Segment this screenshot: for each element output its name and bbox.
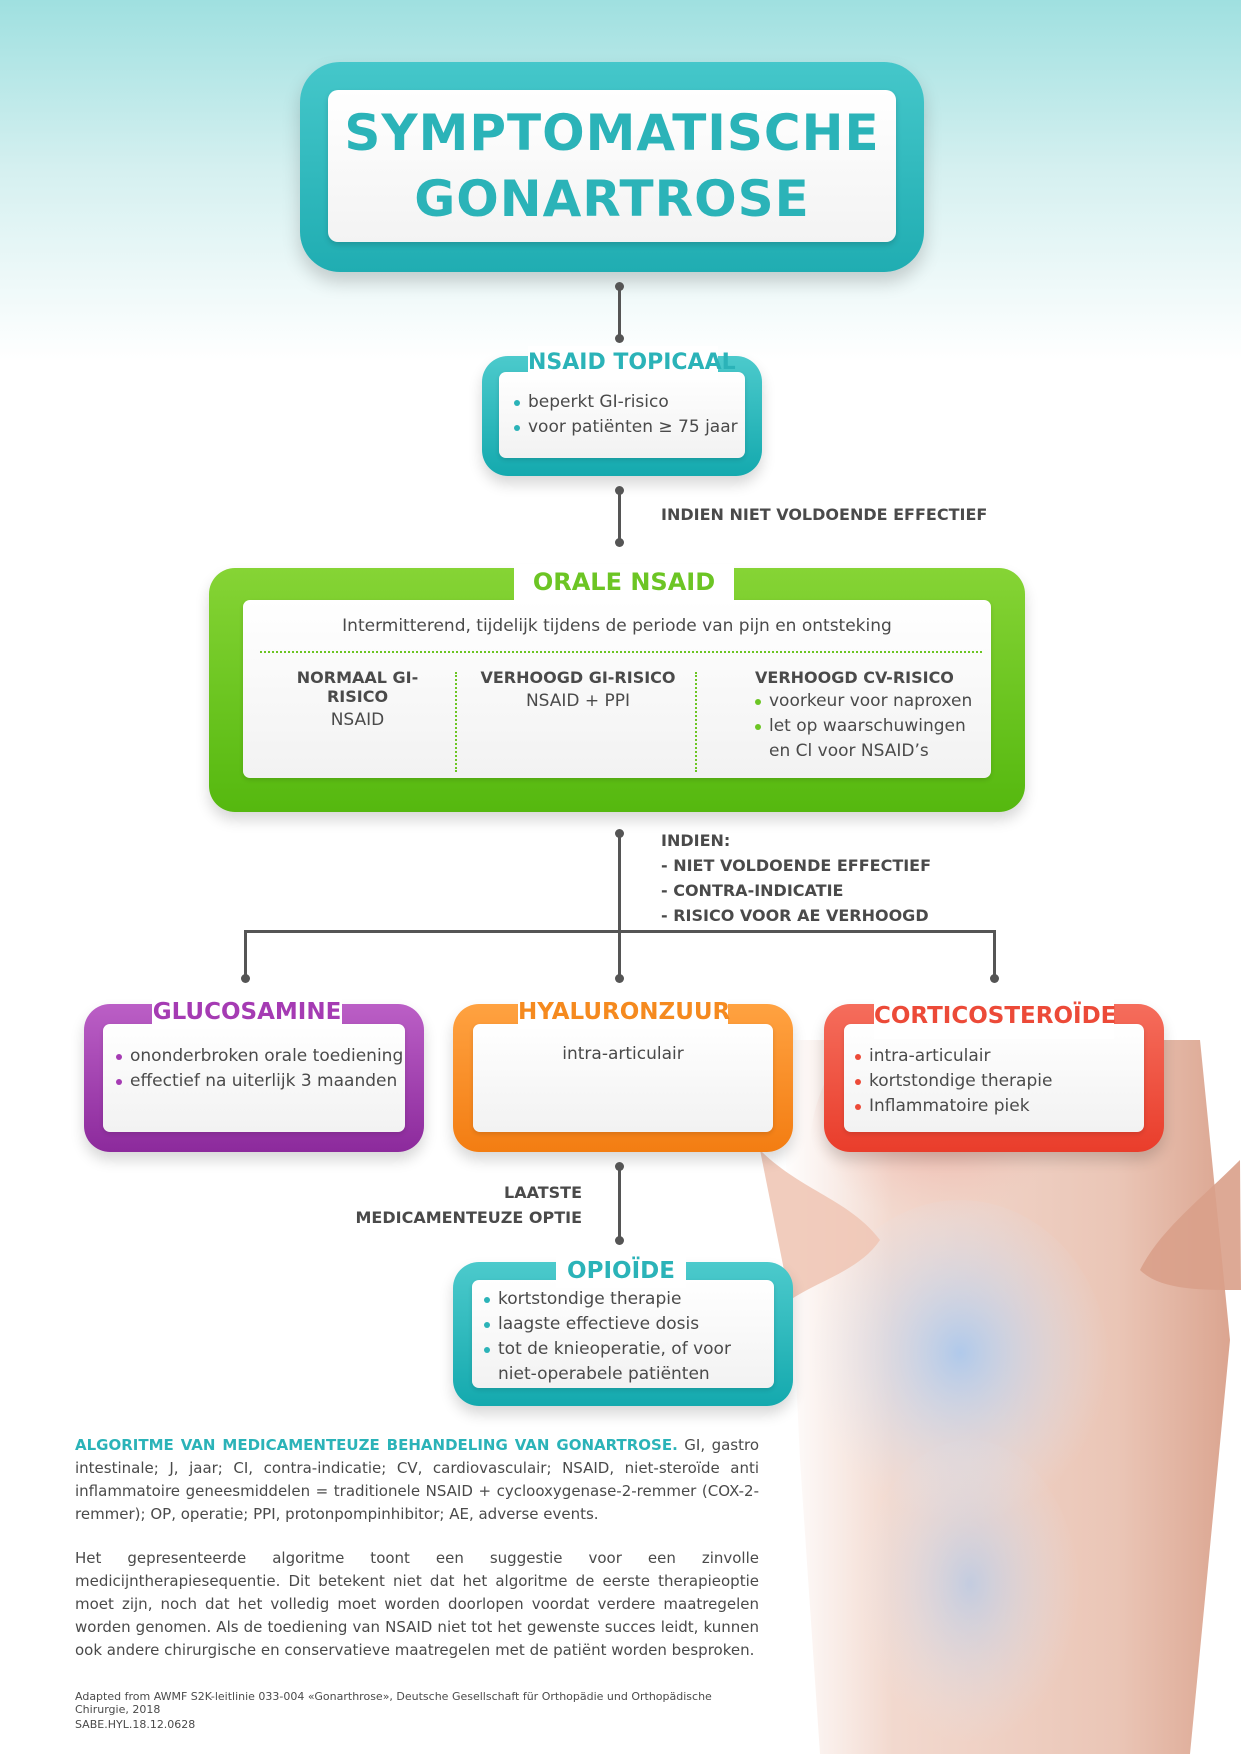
opioide-box [472,1280,774,1388]
connector-dot [615,1236,624,1245]
col-normal-gi: NORMAAL GI-RISICO NSAID [270,668,445,730]
corticosteroide-box [844,1024,1144,1132]
corticosteroide-heading: CORTICOSTEROÏDE [874,995,1116,1039]
list-item: Inflammatoire piek [855,1094,1052,1119]
hyaluronzuur-text: intra-articulair [562,1044,684,1064]
connector-line [618,490,621,542]
col-high-gi-head: VERHOOGD GI-RISICO [480,668,676,687]
list-item: en Cl voor NSAID’s [769,741,929,761]
caption-title: ALGORITME VAN MEDICAMENTEUZE BEHANDELING… [75,1436,678,1454]
col-high-cv-list: voorkeur voor naproxen let op waarschuwi… [755,689,985,764]
list-item: voor patiënten ≥ 75 jaar [514,415,738,440]
col-normal-gi-text: NSAID [330,710,385,730]
connector-line [618,286,621,338]
list-item: tot de knieoperatie, of voor [484,1337,731,1362]
list-item: voorkeur voor naproxen [755,689,985,714]
connector-dot [615,334,624,343]
dotted-divider [260,651,982,653]
glucosamine-box [103,1024,405,1132]
condition-not-effective: INDIEN NIET VOLDOENDE EFFECTIEF [661,505,988,524]
title-box: SYMPTOMATISCHE GONARTROSE [328,90,896,242]
list-item: laagste effectieve dosis [484,1312,731,1337]
source-note: Adapted from AWMF S2K-leitlinie 033-004 … [75,1690,712,1716]
glucosamine-list: ononderbroken orale toediening effectief… [116,1044,403,1094]
col-high-cv-head: VERHOOGD CV-RISICO [755,668,954,687]
condition-line: - CONTRA-INDICATIE [661,881,844,900]
connector-line [618,833,621,977]
list-item: kortstondige therapie [484,1287,731,1312]
connector-dot [241,974,250,983]
oral-nsaid-subtitle: Intermitterend, tijdelijk tijdens de per… [342,616,892,636]
glucosamine-heading: GLUCOSAMINE [152,995,342,1029]
condition-line: INDIEN: [661,831,731,850]
nsaid-topical-box [499,372,745,458]
oral-nsaid-box [243,600,991,778]
oral-nsaid-heading: ORALE NSAID [514,564,734,600]
caption-paragraph: Het gepresenteerde algoritme toont een s… [75,1549,759,1659]
dotted-divider [455,672,457,772]
connector-dot [615,974,624,983]
condition-line: - NIET VOLDOENDE EFFECTIEF [661,856,932,875]
condition-list: INDIEN: - NIET VOLDOENDE EFFECTIEF - CON… [661,828,931,928]
list-item: beperkt GI-risico [514,390,738,415]
title-line-2: GONARTROSE [414,170,810,228]
hyaluronzuur-heading: HYALURONZUUR [518,995,730,1029]
list-item: ononderbroken orale toediening [116,1044,403,1069]
col-normal-gi-head: NORMAAL GI-RISICO [296,668,419,706]
hyaluronzuur-box [473,1024,773,1132]
caption-abbreviations: ALGORITME VAN MEDICAMENTEUZE BEHANDELING… [75,1434,759,1526]
caption-text: GI, gastro intestinale; J, jaar; CI, con… [75,1436,760,1523]
col-high-gi: VERHOOGD GI-RISICO NSAID + PPI [478,668,678,711]
condition-line: MEDICAMENTEUZE OPTIE [355,1208,582,1227]
corticosteroide-list: intra-articulair kortstondige therapie I… [855,1044,1052,1119]
title-line-1: SYMPTOMATISCHE [344,104,880,162]
document-code: SABE.HYL.18.12.0628 [75,1718,196,1731]
opioide-heading: OPIOÏDE [556,1254,686,1288]
condition-last-option: LAATSTE MEDICAMENTEUZE OPTIE [340,1180,582,1230]
condition-line: LAATSTE [504,1183,582,1202]
col-high-cv: VERHOOGD CV-RISICO voorkeur voor naproxe… [755,668,985,764]
connector-line [244,930,247,978]
list-item: niet-operabele patiënten [498,1364,710,1384]
list-item: intra-articulair [855,1044,1052,1069]
dotted-divider [695,672,697,772]
connector-line [618,1166,621,1240]
connector-dot [990,974,999,983]
list-item: let op waarschuwingen [755,714,985,739]
col-high-gi-text: NSAID + PPI [525,691,631,711]
connector-branch [244,930,996,933]
list-item: kortstondige therapie [855,1069,1052,1094]
connector-dot [615,538,624,547]
list-item: effectief na uiterlijk 3 maanden [116,1069,403,1094]
nsaid-topical-heading: NSAID TOPICAAL [528,346,736,380]
condition-line: - RISICO VOOR AE VERHOOGD [661,906,929,925]
nsaid-topical-list: beperkt GI-risico voor patiënten ≥ 75 ja… [514,390,738,440]
opioide-list: kortstondige therapie laagste effectieve… [484,1287,731,1387]
connector-line [993,930,996,978]
